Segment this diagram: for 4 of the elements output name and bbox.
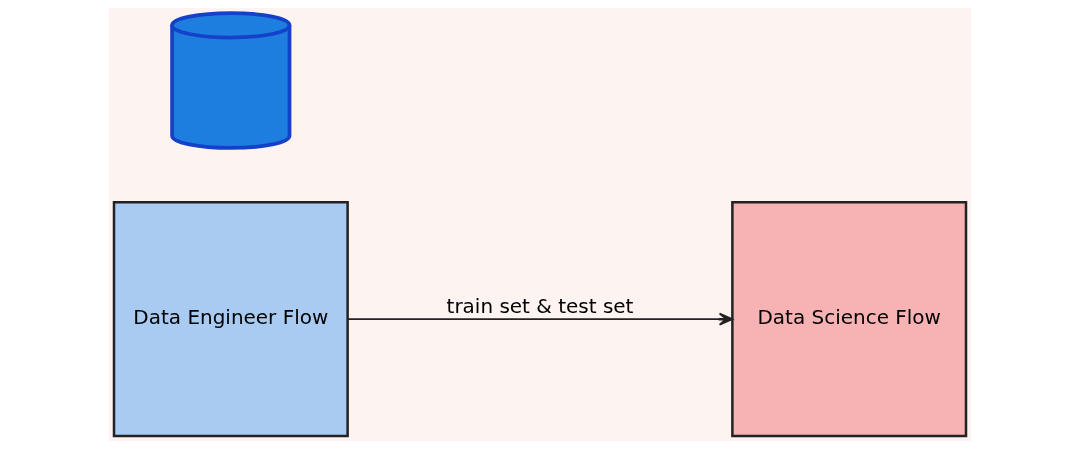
arrow: [346, 312, 734, 326]
edge-label: train set & test set: [446, 293, 634, 318]
node-box: Data Engineer Flow: [112, 201, 349, 438]
node-box: Data Science Flow: [731, 201, 968, 438]
